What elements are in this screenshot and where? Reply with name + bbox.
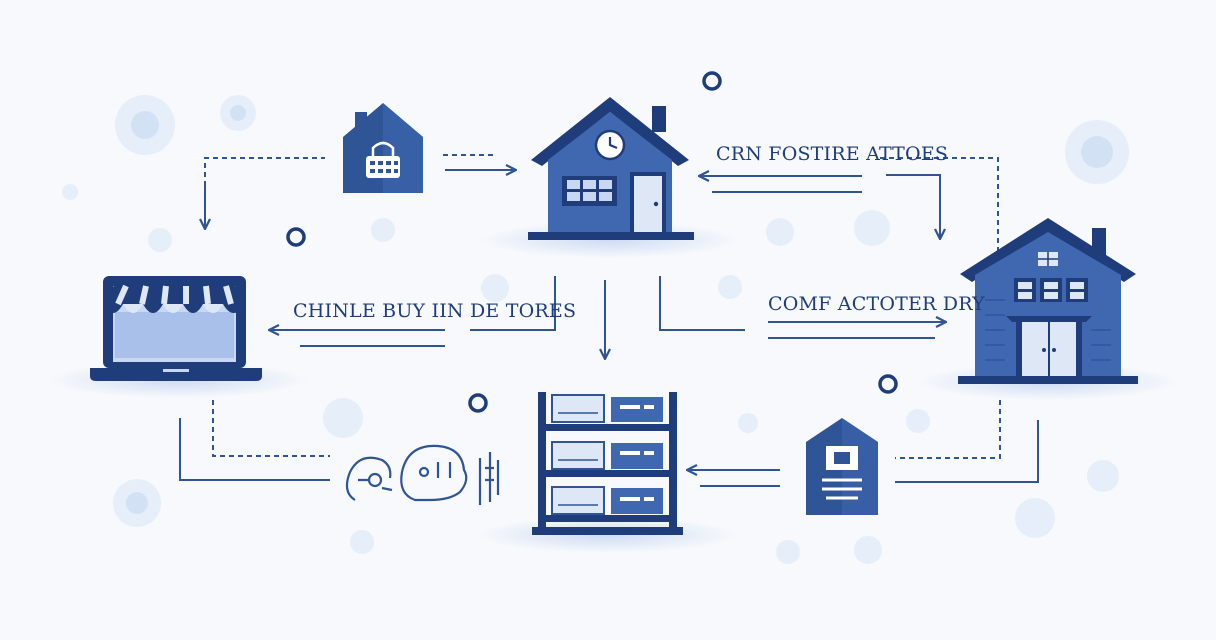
connector-right-loop (880, 157, 999, 282)
connector-warehouse-bottom (895, 420, 1039, 483)
connector-house-right (659, 276, 745, 331)
connector-house-left (470, 276, 556, 331)
connector-laptop-bottom (179, 418, 330, 481)
laptop-storefront-icon (90, 276, 262, 381)
label-top-right: CRN FOSTIRE ATTOES (716, 143, 948, 165)
label-left: CHINLE BUY IIN DE TORES (293, 300, 576, 322)
arrow-down-right (886, 174, 940, 238)
label-right: COMF ACTOTER DRY (768, 293, 985, 315)
background-dots (62, 71, 1129, 564)
cloud-sync-icon (345, 444, 500, 505)
shopping-bag-icon (343, 103, 423, 193)
store-house-icon (528, 97, 694, 240)
inventory-shelf-icon (532, 392, 683, 535)
connectors (179, 154, 1039, 487)
price-tag-icon (806, 418, 878, 515)
connector-warehouse-dashed (895, 400, 1001, 459)
connector-laptop-dashed (212, 400, 330, 457)
connector-left-loop (204, 157, 325, 213)
awning-stripes (103, 284, 246, 313)
warehouse-building-icon (958, 218, 1138, 384)
